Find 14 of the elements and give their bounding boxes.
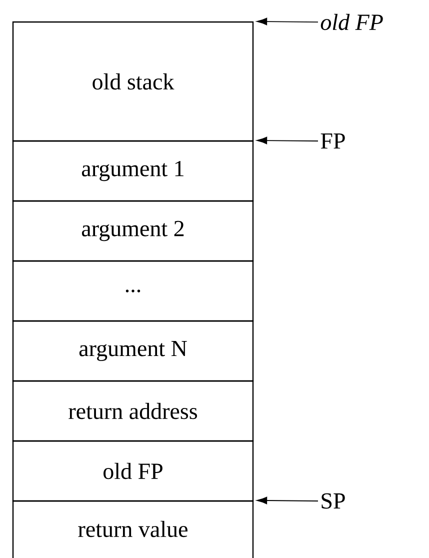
stack-cell: ... xyxy=(12,260,254,322)
pointer-arrow xyxy=(256,18,318,26)
stack-cell: old stack xyxy=(12,21,254,142)
stack-cell: return value xyxy=(12,500,254,558)
stack-cell: argument 1 xyxy=(12,140,254,202)
pointer-arrow xyxy=(256,496,318,504)
stack-cell: return address xyxy=(12,380,254,442)
pointer-label: old FP xyxy=(320,14,383,30)
pointer-label: FP xyxy=(320,133,345,149)
pointer-arrow xyxy=(256,136,318,144)
stack-cell: argument N xyxy=(12,320,254,382)
pointer-label: SP xyxy=(322,493,345,509)
stack-cell: argument 2 xyxy=(12,200,254,262)
stack-cell: old FP xyxy=(12,440,254,502)
